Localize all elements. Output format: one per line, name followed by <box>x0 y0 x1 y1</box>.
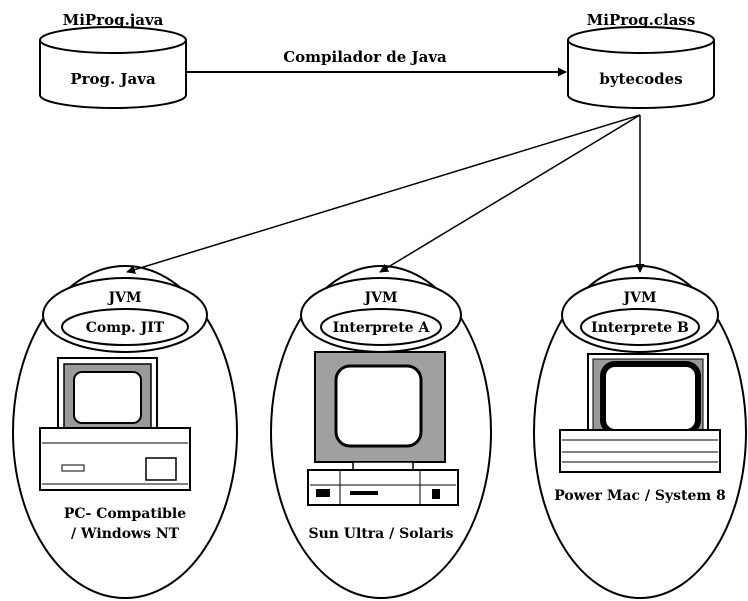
mac-computer-icon <box>559 353 721 473</box>
source-file-cylinder: MiProg.java Prog. Java <box>39 11 187 109</box>
platform-name-mac: Power Mac / System 8 <box>554 488 726 504</box>
jvm-label-pc: JVM <box>107 290 142 306</box>
platform-mac: JVM Interprete B Power Mac / System 8 <box>533 265 747 599</box>
source-filename: MiProg.java <box>63 11 164 29</box>
compile-arrow-label: Compilador de Java <box>283 48 447 66</box>
jvm-label-mac: JVM <box>622 290 657 306</box>
arrow-to-sun <box>379 114 641 273</box>
pc-computer-icon <box>39 357 191 491</box>
source-label: Prog. Java <box>70 70 156 88</box>
jvm-bubble-sun: JVM Interprete A <box>300 277 462 353</box>
target-filename: MiProg.class <box>587 11 696 29</box>
jvm-bubble-pc: JVM Comp. JIT <box>42 277 208 353</box>
arrow-to-pc <box>126 114 641 274</box>
target-label: bytecodes <box>599 70 682 88</box>
target-file-cylinder: MiProg.class bytecodes <box>567 11 715 109</box>
engine-label-pc: Comp. JIT <box>86 320 165 336</box>
platform-sun: JVM Interprete A Sun Ultra / Solaris <box>270 265 492 599</box>
engine-label-mac: Interprete B <box>591 320 689 336</box>
platform-name-sun: Sun Ultra / Solaris <box>308 526 453 542</box>
jvm-label-sun: JVM <box>363 290 398 306</box>
platform-name-pc-line1: PC- Compatible <box>64 506 186 522</box>
jvm-bubble-mac: JVM Interprete B <box>561 277 719 353</box>
platform-pc: JVM Comp. JIT PC- Compatible / Windows N… <box>12 265 238 599</box>
sun-workstation-icon <box>307 351 459 506</box>
platform-name-pc-line2: / Windows NT <box>71 526 180 542</box>
engine-label-sun: Interprete A <box>333 320 431 336</box>
